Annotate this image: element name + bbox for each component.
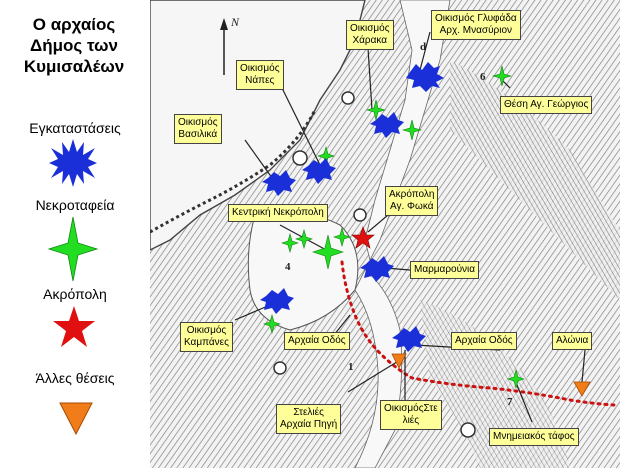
acropolis-legend-icon: [53, 306, 95, 347]
map-number-4: 4: [285, 261, 291, 273]
ancient-road: [340, 260, 617, 407]
summit-napes: [341, 91, 355, 105]
title-line-3: Κυμισαλέων: [23, 57, 125, 76]
label-archaia-odos-1: Αρχαία Οδός: [284, 332, 350, 350]
label-glyfada: Οικισμός Γλυφάδα Αρχ. Μνασύριον: [431, 10, 521, 40]
label-akropoli: Ακρόπολη Αγ. Φωκά: [385, 186, 439, 216]
map-number-6: 6: [480, 71, 486, 83]
other-site-marker-steles-pigi: [391, 353, 407, 369]
cemetery-marker-ag-georgios: [491, 65, 513, 87]
legend-label-cemeteries: Νεκροταφεία: [35, 197, 115, 213]
label-mnimeiakos: Μνημειακός τάφος: [489, 428, 579, 446]
cemetery-marker-nekropoli-2: [295, 228, 313, 250]
map-letter-d: d: [420, 41, 426, 53]
north-label: N: [230, 15, 240, 29]
acropolis-marker: [351, 226, 375, 249]
label-vasilika: Οικισμός Βασιλικά: [174, 114, 222, 144]
label-archaia-odos-2: Αρχαία Οδός: [451, 332, 517, 350]
title-line-1: Ο αρχαίος: [32, 15, 116, 34]
installation-marker-napes: [302, 158, 336, 184]
coastline: [150, 109, 317, 234]
summit-acropolis: [353, 208, 367, 222]
summit-southwest: [273, 361, 287, 375]
legend-label-installations: Εγκαταστάσεις: [29, 120, 121, 136]
legend-label-acropolis: Ακρόπολη: [43, 286, 107, 302]
title-line-2: Δήμος των: [30, 36, 118, 55]
cemetery-marker-kampanes: [263, 313, 281, 335]
map-number-7: 7: [507, 396, 513, 408]
installation-marker-vasilika: [262, 170, 296, 196]
cemetery-marker-charaka-2: [401, 119, 423, 141]
cemetery-marker-nekropoli-1: [281, 232, 299, 254]
label-charaka: Οικισμός Χάρακα: [346, 20, 394, 50]
installation-marker-glyfada: [406, 62, 444, 92]
cemetery-marker-mnimeiakos: [507, 368, 525, 390]
label-napes: Οικισμός Νάπες: [236, 60, 284, 90]
cemetery-marker-nekropoli-4: [333, 226, 351, 248]
installation-legend-icon: [49, 139, 97, 187]
installation-markers: [260, 62, 444, 352]
map-number-1: 1: [348, 361, 354, 373]
terrain-map: N 6 4 1 7 d: [150, 0, 620, 468]
label-marmarounia: Μαρμαρούνια: [410, 261, 480, 279]
label-ag-georgios: Θέση Αγ. Γεώργιος: [500, 96, 593, 114]
label-nekropoli: Κεντρική Νεκρόπολη: [228, 204, 328, 222]
north-arrow: N: [220, 15, 240, 75]
ridge-east: [450, 60, 620, 300]
label-oikismos-steles: ΟικισμόςΣτε λιές: [380, 400, 442, 430]
installation-marker-kampanes: [260, 288, 294, 314]
label-kampanes: Οικισμός Καμπάνες: [180, 322, 233, 352]
label-steles-pigi: Στελιές Αρχαία Πηγή: [276, 404, 342, 434]
other-site-marker-alonia: [573, 381, 591, 397]
cemetery-legend-icon: [48, 216, 98, 282]
legend-label-other-sites: Άλλες θέσεις: [35, 370, 115, 386]
map-title: Ο αρχαίος Δήμος των Κυμισαλέων: [6, 14, 142, 77]
legend-panel: Ο αρχαίος Δήμος των Κυμισαλέων Εγκαταστά…: [0, 0, 150, 468]
other-site-legend-icon: [59, 402, 93, 436]
installation-marker-marmarounia: [360, 256, 394, 282]
label-alonia: Αλώνια: [552, 332, 593, 350]
summit-south: [460, 422, 476, 438]
summit-vasilika: [292, 150, 308, 166]
installation-marker-steles: [392, 326, 426, 352]
cemetery-marker-nekropoli-3: [312, 234, 344, 270]
installation-marker-charaka: [370, 112, 404, 138]
